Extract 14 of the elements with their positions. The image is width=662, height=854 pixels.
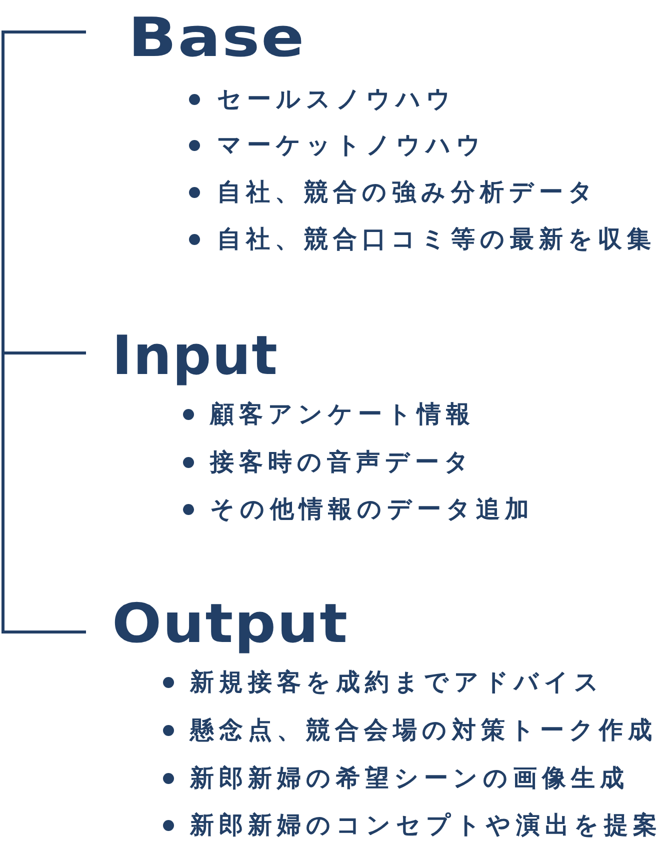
section-heading: Input [112, 329, 278, 383]
list-item-text: 顧客アンケート情報 [210, 399, 475, 429]
list-item-text: その他情報のデータ追加 [210, 494, 534, 524]
section-heading: Output [112, 597, 349, 651]
list-item-text: 新郎新婦の希望シーンの画像生成 [190, 763, 629, 793]
list-item-text: 接客時の音声データ [210, 447, 474, 477]
list-item-text: 自社、競合の強み分析データ [217, 177, 598, 207]
list-item-text: マーケットノウハウ [217, 130, 486, 160]
list-item-text: 懸念点、競合会場の対策トーク作成 [190, 715, 657, 745]
list-item-text: 新郎新婦のコンセプトや演出を提案 [190, 810, 662, 840]
section-heading: Base [128, 11, 306, 65]
list-item-text: 新規接客を成約までアドバイス [190, 667, 604, 697]
list-item-text: 自社、競合口コミ等の最新を収集 [217, 224, 656, 254]
list-item-text: セールスノウハウ [217, 84, 456, 114]
